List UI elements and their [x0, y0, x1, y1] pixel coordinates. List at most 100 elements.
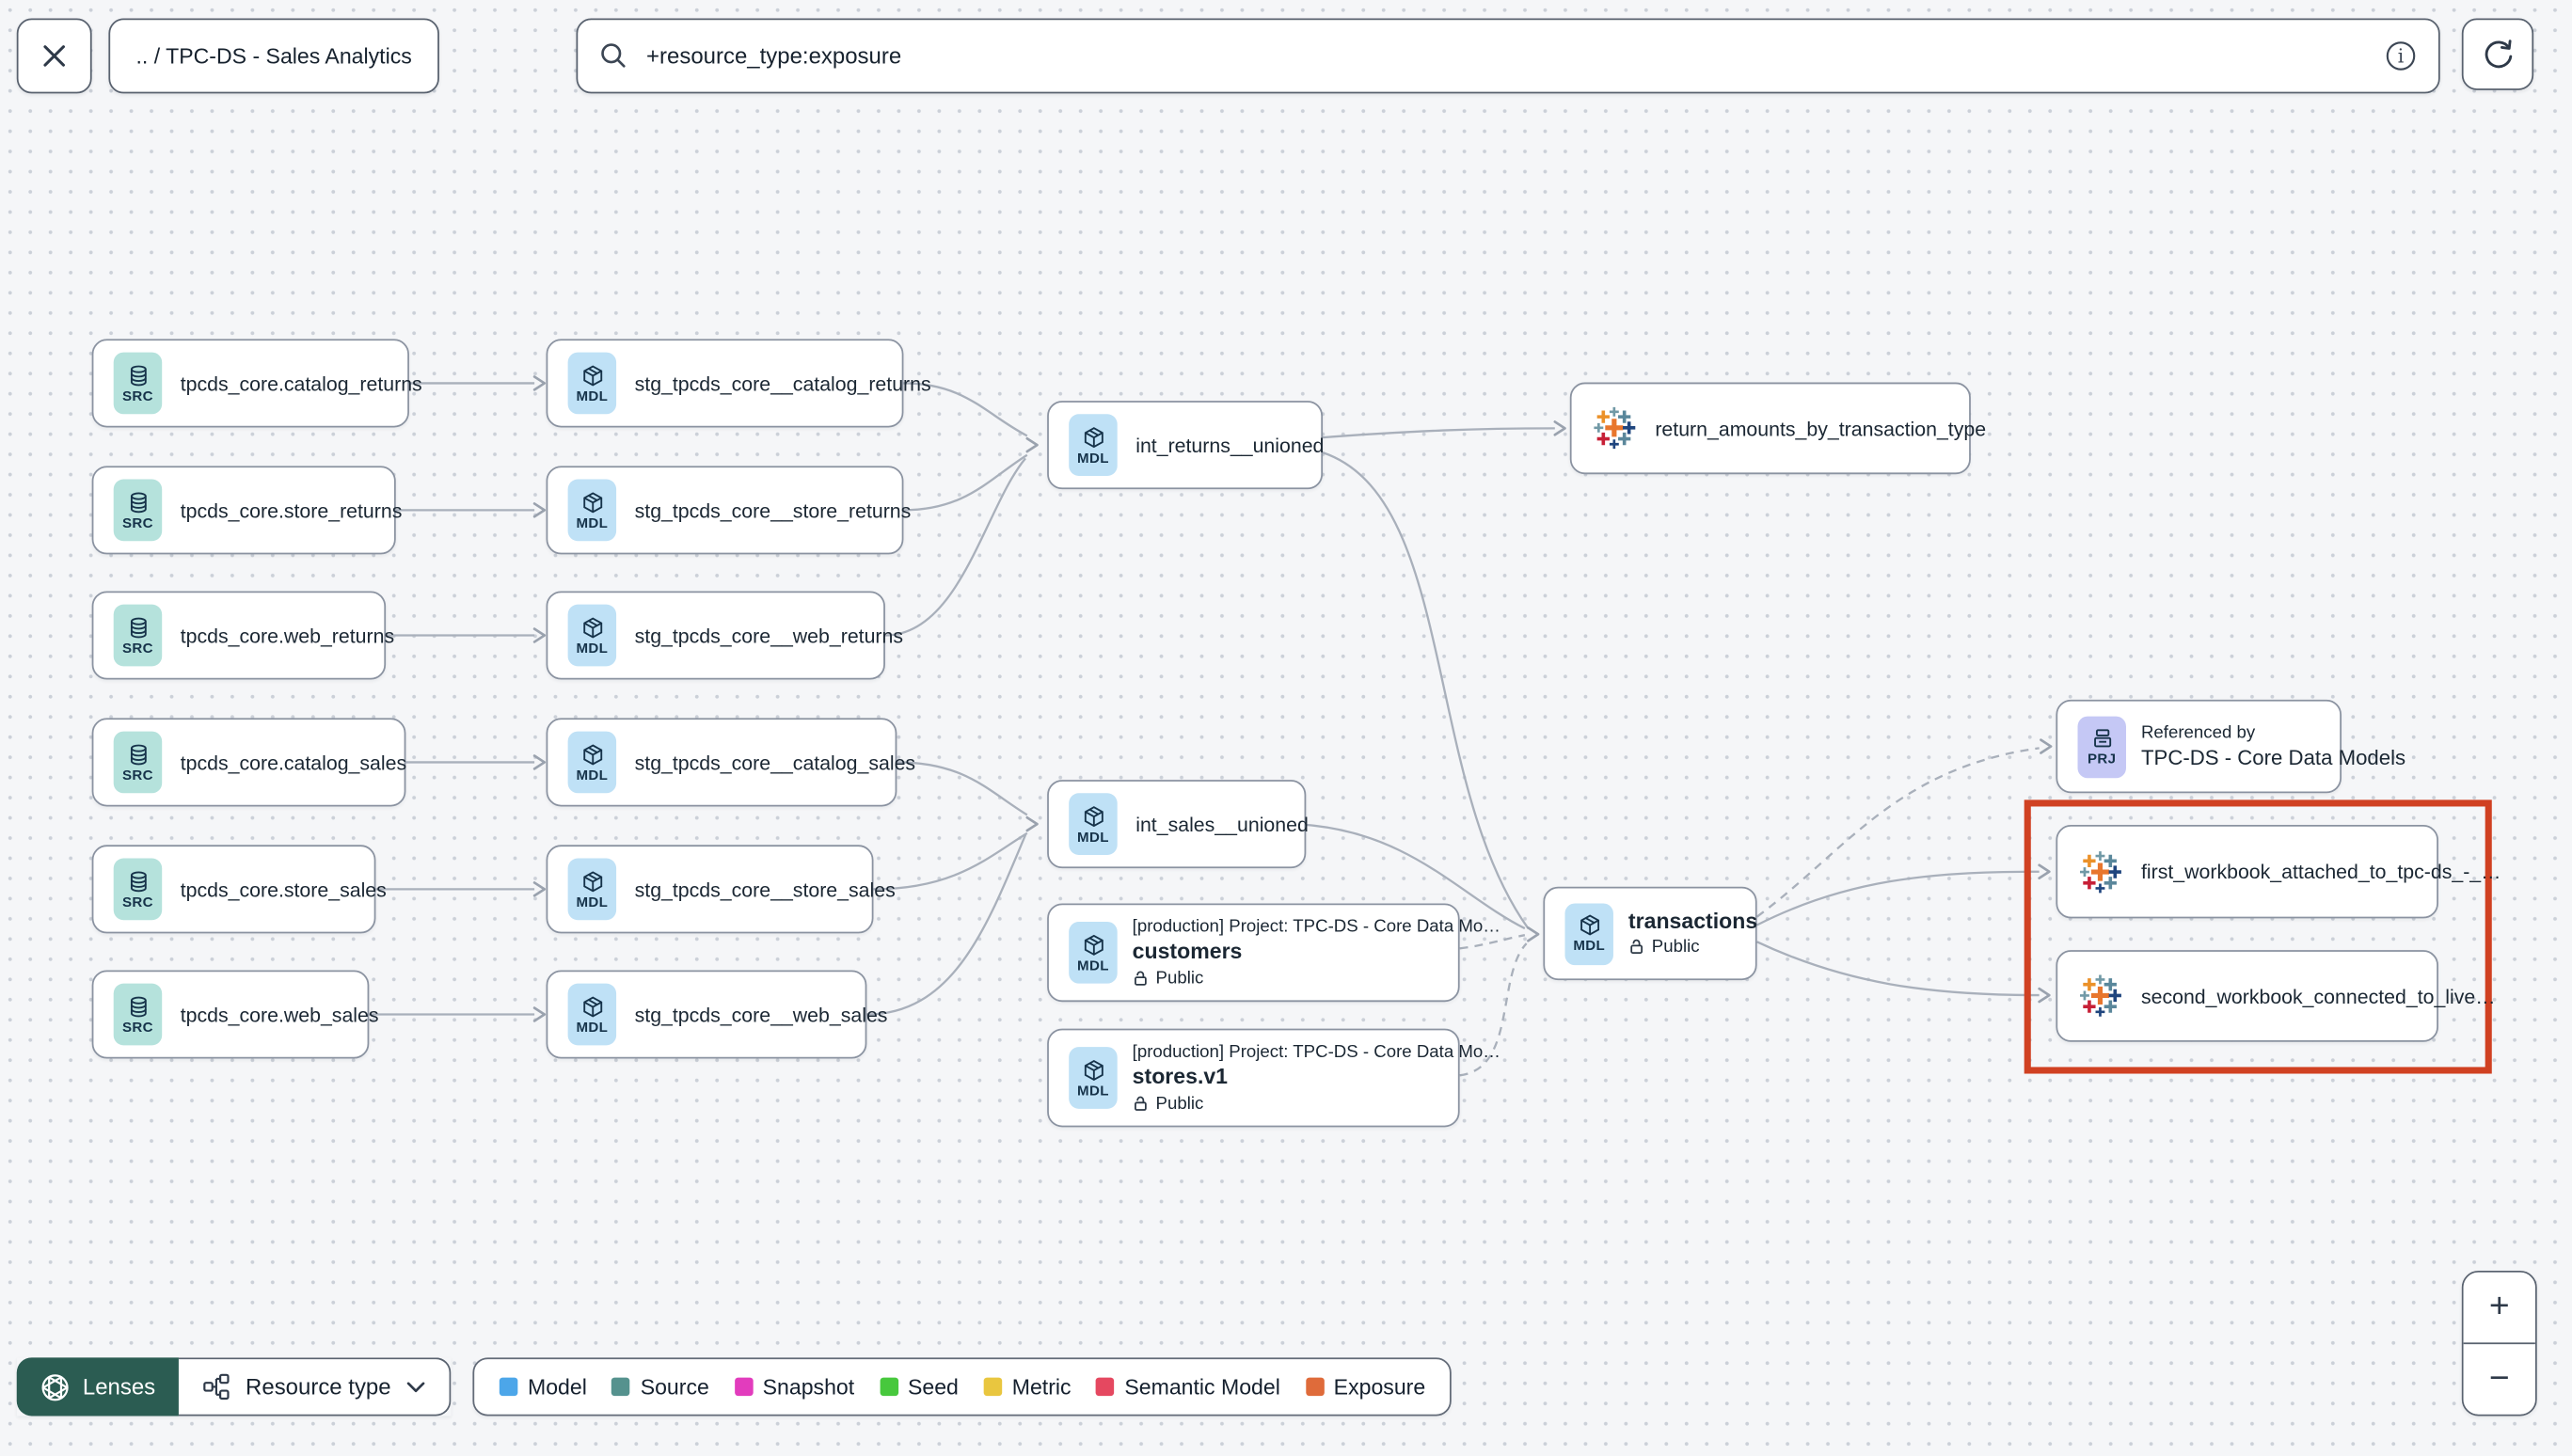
node-label: tpcds_core.catalog_sales [180, 751, 407, 774]
node-transactions[interactable]: MDL transactions Public [1543, 886, 1758, 981]
legend-item-seed: Seed [879, 1374, 959, 1400]
resource-type-icon [203, 1373, 230, 1401]
node-label: return_amounts_by_transaction_type [1655, 416, 1987, 440]
cube-icon [582, 744, 602, 765]
node-label: tpcds_core.web_sales [180, 1003, 379, 1026]
database-icon [130, 996, 146, 1017]
breadcrumb-label: .. / TPC-DS - Sales Analytics [135, 43, 412, 69]
database-icon [130, 871, 146, 892]
legend-swatch [983, 1377, 1003, 1397]
zoom-in-button[interactable]: + [2463, 1271, 2535, 1342]
cube-icon [1084, 805, 1103, 827]
close-button[interactable] [16, 18, 92, 94]
node-stg-catalog-sales[interactable]: MDL stg_tpcds_core__catalog_sales [546, 718, 915, 807]
info-icon[interactable]: i [2385, 40, 2417, 72]
resource-type-legend: Model Source Snapshot Seed Metric Semant… [472, 1357, 1453, 1416]
model-badge: MDL [1564, 902, 1613, 965]
model-badge: MDL [1069, 793, 1118, 855]
node-label: tpcds_core.catalog_returns [180, 372, 422, 395]
svg-text:i: i [2398, 45, 2405, 68]
node-stg-store-sales[interactable]: MDL stg_tpcds_core__store_sales [546, 845, 896, 934]
node-first-workbook[interactable]: first_workbook_attached_to_tpc-ds_-_… [2056, 825, 2501, 919]
node-tpcds-core-web-returns[interactable]: SRC tpcds_core.web_returns [91, 591, 394, 680]
resource-type-dropdown[interactable]: Resource type [179, 1357, 452, 1416]
node-label: int_sales__unioned [1135, 812, 1309, 836]
legend-item-metric: Metric [983, 1374, 1072, 1400]
resource-type-label: Resource type [246, 1374, 391, 1400]
model-badge: MDL [567, 479, 617, 542]
node-int-returns-unioned[interactable]: MDL int_returns__unioned [1047, 401, 1325, 490]
cube-icon [1084, 934, 1103, 956]
node-tpcds-core-catalog-returns[interactable]: SRC tpcds_core.catalog_returns [91, 339, 422, 428]
cube-icon [1580, 915, 1599, 936]
legend-swatch [611, 1377, 631, 1397]
zoom-out-button[interactable]: − [2463, 1341, 2535, 1414]
node-label: tpcds_core.store_returns [180, 498, 403, 522]
database-icon [130, 492, 146, 513]
access-row: Public [1628, 938, 1757, 957]
source-badge: SRC [113, 479, 163, 542]
access-row: Public [1133, 969, 1500, 989]
cube-icon [582, 871, 602, 892]
node-label: stg_tpcds_core__catalog_returns [634, 372, 931, 395]
node-tpcds-core-store-returns[interactable]: SRC tpcds_core.store_returns [91, 466, 402, 555]
model-badge: MDL [567, 731, 617, 794]
legend-item-source: Source [611, 1374, 709, 1400]
lenses-label: Lenses [82, 1374, 156, 1400]
legend-swatch [1305, 1377, 1325, 1397]
source-badge: SRC [113, 731, 163, 794]
source-badge: SRC [113, 858, 163, 921]
legend-item-exposure: Exposure [1305, 1374, 1425, 1400]
model-badge: MDL [567, 983, 617, 1046]
aperture-icon [40, 1373, 68, 1401]
node-stg-web-sales[interactable]: MDL stg_tpcds_core__web_sales [546, 970, 887, 1059]
cube-icon [1084, 426, 1103, 448]
node-stg-web-returns[interactable]: MDL stg_tpcds_core__web_returns [546, 591, 903, 680]
node-customers[interactable]: MDL [production] Project: TPC-DS - Core … [1047, 903, 1500, 1003]
node-label: stg_tpcds_core__store_sales [634, 877, 896, 901]
cube-icon [582, 996, 602, 1017]
legend-item-semantic-model: Semantic Model [1096, 1374, 1280, 1400]
refresh-button[interactable] [2461, 18, 2534, 90]
legend-swatch [879, 1377, 898, 1397]
node-stores-v1[interactable]: MDL [production] Project: TPC-DS - Core … [1047, 1028, 1500, 1128]
model-badge: MDL [567, 352, 617, 415]
search-icon [601, 43, 626, 68]
search-bar[interactable]: i [576, 18, 2440, 94]
node-label: tpcds_core.store_sales [180, 877, 387, 901]
node-label: stg_tpcds_core__store_returns [634, 498, 912, 522]
node-second-workbook[interactable]: second_workbook_connected_to_live… [2056, 950, 2496, 1042]
node-int-sales-unioned[interactable]: MDL int_sales__unioned [1047, 780, 1309, 869]
node-project-line: [production] Project: TPC-DS - Core Data… [1132, 1041, 1500, 1063]
refresh-icon [2484, 39, 2512, 68]
legend-swatch [1096, 1377, 1115, 1397]
node-stg-catalog-returns[interactable]: MDL stg_tpcds_core__catalog_returns [546, 339, 931, 428]
search-input[interactable] [643, 41, 2371, 71]
node-return-amounts-by-transaction-type[interactable]: return_amounts_by_transaction_type [1569, 382, 1986, 475]
legend-item-snapshot: Snapshot [734, 1374, 854, 1400]
lenses-button[interactable]: Lenses [15, 1357, 180, 1416]
legend-item-model: Model [499, 1374, 587, 1400]
zoom-control: + − [2461, 1270, 2537, 1416]
node-stg-store-returns[interactable]: MDL stg_tpcds_core__store_returns [546, 466, 911, 555]
source-badge: SRC [113, 604, 163, 667]
node-label: second_workbook_connected_to_live… [2140, 984, 2496, 1008]
node-tpcds-core-web-sales[interactable]: SRC tpcds_core.web_sales [91, 970, 379, 1059]
open-lock-icon [1630, 940, 1643, 955]
open-lock-icon [1135, 971, 1147, 986]
database-icon [130, 744, 146, 765]
selection-highlight-box [2024, 799, 2492, 1074]
breadcrumb[interactable]: .. / TPC-DS - Sales Analytics [108, 18, 439, 94]
node-tpcds-core-catalog-sales[interactable]: SRC tpcds_core.catalog_sales [91, 718, 407, 807]
open-lock-icon [1135, 1096, 1147, 1111]
node-subtitle: Referenced by [2140, 722, 2256, 743]
node-tpcds-core-store-sales[interactable]: SRC tpcds_core.store_sales [91, 845, 387, 934]
node-label: int_returns__unioned [1135, 433, 1325, 457]
node-label: stg_tpcds_core__catalog_sales [634, 751, 916, 774]
archive-stack-icon [2093, 729, 2111, 748]
chevron-down-icon [406, 1381, 425, 1392]
node-label: transactions [1627, 907, 1758, 933]
node-referenced-by-project[interactable]: PRJ Referenced by TPC-DS - Core Data Mod… [2056, 699, 2405, 794]
